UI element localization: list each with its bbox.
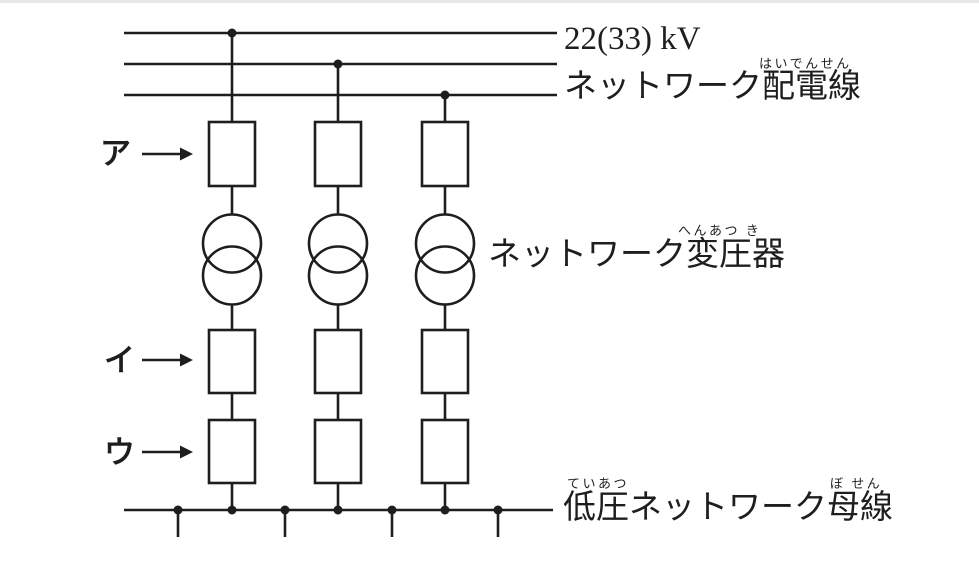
bus-label: 低圧ネットワーク母線 (563, 490, 893, 526)
marker-a-label: ア (100, 136, 131, 171)
lv-network-bus (124, 505, 553, 537)
primary-switch-box (207, 120, 257, 188)
bus-node-icon (333, 505, 343, 515)
network-circuit-2 (307, 59, 369, 510)
transformer-coil-icon (307, 245, 369, 306)
transformer-coil-icon (307, 213, 369, 274)
protector-breaker-box (207, 328, 257, 395)
arrow-head-icon (180, 445, 193, 459)
bus-node-icon (440, 505, 450, 515)
protector-fuse-box (313, 418, 363, 485)
bus-label-furigana-left: ていあつ (567, 476, 630, 491)
marker-arrow-u (142, 445, 193, 459)
network-circuit-3 (414, 90, 476, 510)
transformer-coil-icon (414, 213, 476, 274)
primary-switch-box (420, 120, 470, 188)
transformer-coil-icon (201, 245, 263, 306)
network-circuit-1 (201, 28, 263, 510)
feeder-label: ネットワーク配電線 (564, 69, 861, 105)
marker-arrow-i (142, 353, 193, 367)
voltage-label: 22(33) kV (564, 21, 701, 57)
transformer-label-furigana: へんあつ き (678, 223, 762, 238)
marker-arrow-a (142, 147, 193, 161)
protector-breaker-box (420, 328, 470, 395)
marker-i-label: イ (104, 343, 135, 378)
primary-switch-box (313, 120, 363, 188)
protector-fuse-box (420, 418, 470, 485)
bus-label-furigana-right: ぼ せん (830, 476, 883, 491)
top-edge-strip (0, 0, 979, 3)
protector-breaker-box (313, 328, 363, 395)
arrow-head-icon (180, 353, 193, 367)
arrow-head-icon (180, 147, 193, 161)
protector-fuse-box (207, 418, 257, 485)
transformer-coil-icon (414, 245, 476, 306)
bus-node-icon (227, 505, 237, 515)
transformer-coil-icon (201, 213, 263, 274)
transformer-label: ネットワーク変圧器 (488, 237, 785, 273)
feeder-label-furigana: はいでんせん (759, 56, 852, 71)
marker-u-label: ウ (104, 435, 135, 470)
